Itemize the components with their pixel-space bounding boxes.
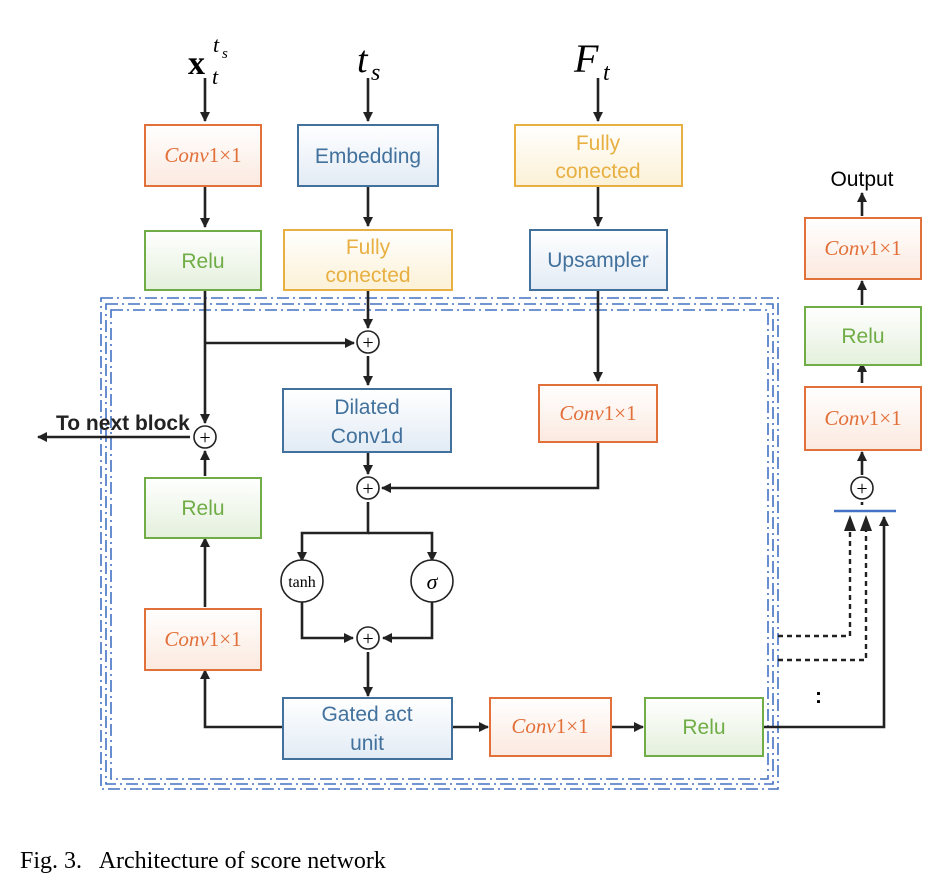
svg-text:Relu: Relu <box>841 325 884 348</box>
sum-node-residual: + <box>193 425 217 449</box>
svg-text:Upsampler: Upsampler <box>547 249 649 272</box>
dilated-conv1d-block: Dilated Conv1d <box>282 388 452 453</box>
svg-text:Conv1×1: Conv1×1 <box>511 714 588 738</box>
svg-text:Relu: Relu <box>181 497 224 520</box>
input-Ft-sub: t <box>603 60 611 86</box>
svg-text:Conv1×1: Conv1×1 <box>824 236 901 260</box>
fully-connected-cond-block: Fully conected <box>514 124 683 187</box>
svg-text:+: + <box>362 628 373 650</box>
svg-text:conected: conected <box>555 160 640 183</box>
relu-input-block: Relu <box>144 230 262 291</box>
svg-text:+: + <box>362 332 373 354</box>
svg-text:Gated act: Gated act <box>321 703 412 726</box>
gated-activation-unit-block: Gated act unit <box>282 697 453 760</box>
svg-text:Relu: Relu <box>682 716 725 739</box>
svg-text:Conv1×1: Conv1×1 <box>559 401 636 425</box>
residual-block-frame <box>100 297 779 790</box>
figure-caption: Fig. 3. Architecture of score network <box>20 848 386 874</box>
input-Ft: F <box>573 36 599 81</box>
product-node-gate: + <box>356 626 380 650</box>
relu-skip-block: Relu <box>644 697 764 757</box>
more-skip-dots: : <box>815 685 822 708</box>
conv1x1-output-top-block: Conv1×1 <box>804 217 922 280</box>
svg-text:Fully: Fully <box>346 236 391 259</box>
conv1x1-skip-block: Conv1×1 <box>489 697 612 757</box>
svg-text:Dilated: Dilated <box>334 396 399 419</box>
skip-arrowheads <box>844 515 872 531</box>
conv1x1-input-block: Conv1×1 <box>144 124 262 187</box>
input-x-sup-sub: s <box>222 46 228 62</box>
relu-output-block: Relu <box>804 306 922 366</box>
conv1x1-residual-block: Conv1×1 <box>144 608 262 671</box>
sum-node-cond: + <box>356 476 380 500</box>
input-ts-sub: s <box>371 60 380 86</box>
conv1x1-cond-block: Conv1×1 <box>538 384 658 443</box>
svg-text:unit: unit <box>350 732 384 755</box>
conv1x1-output-bottom-block: Conv1×1 <box>804 386 922 451</box>
svg-text:Fully: Fully <box>576 132 621 155</box>
sum-node-step: + <box>356 330 380 354</box>
input-x-sup: t <box>213 32 220 57</box>
svg-text:+: + <box>199 427 210 449</box>
svg-text:Conv1×1: Conv1×1 <box>164 627 241 651</box>
input-x-sub: t <box>212 64 219 89</box>
skip-connections <box>778 519 868 662</box>
svg-text:Conv1d: Conv1d <box>331 425 403 448</box>
sum-node-output: + <box>850 476 874 500</box>
svg-text:σ: σ <box>427 569 439 594</box>
svg-text:+: + <box>362 478 373 500</box>
svg-text:conected: conected <box>325 264 410 287</box>
connectors <box>37 78 889 732</box>
output-label: Output <box>830 168 893 191</box>
fully-connected-step-block: Fully conected <box>283 229 453 291</box>
svg-text:Conv1×1: Conv1×1 <box>164 143 241 167</box>
sigmoid-node: σ <box>410 559 454 603</box>
svg-text:Relu: Relu <box>181 250 224 273</box>
svg-text:+: + <box>856 478 867 500</box>
svg-text:Embedding: Embedding <box>315 145 421 168</box>
embedding-block: Embedding <box>297 124 439 187</box>
input-ts: t <box>357 39 369 81</box>
to-next-block-label: To next block <box>56 412 190 435</box>
svg-text:Conv1×1: Conv1×1 <box>824 406 901 430</box>
upsampler-block: Upsampler <box>529 229 668 291</box>
input-x: x <box>188 45 205 82</box>
tanh-node: tanh <box>280 559 324 603</box>
svg-text:tanh: tanh <box>288 574 316 591</box>
relu-residual-block: Relu <box>144 477 262 539</box>
